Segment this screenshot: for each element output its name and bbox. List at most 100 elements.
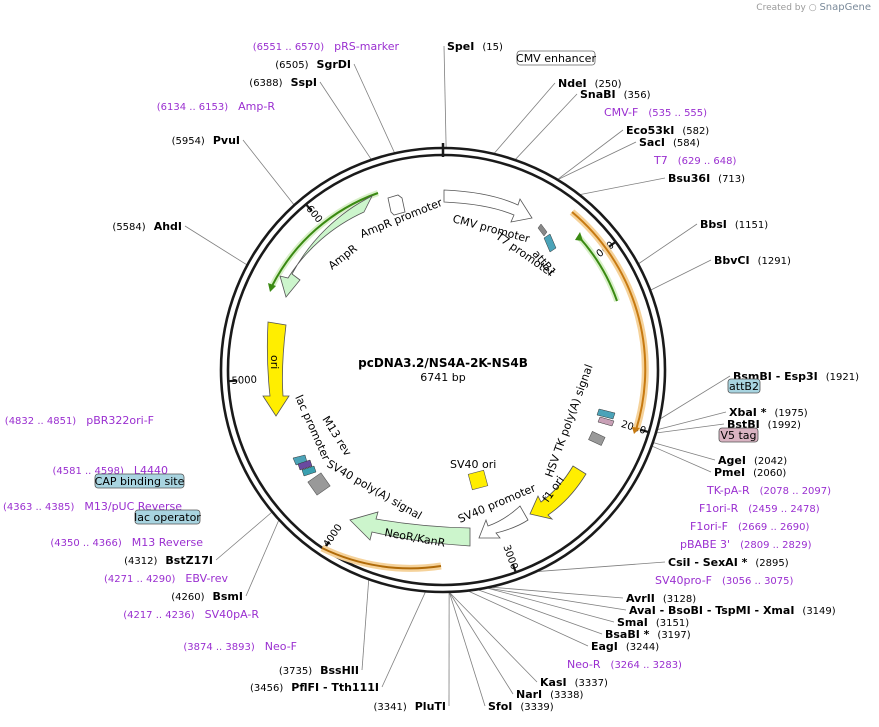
- site-lead-line: [657, 411, 727, 430]
- site-position: (250): [595, 79, 622, 90]
- primer-range: (3056 .. 3075): [722, 576, 794, 587]
- primer-label[interactable]: F1ori-F(2669 .. 2690): [690, 520, 809, 533]
- primer-label[interactable]: T7(629 .. 648): [653, 154, 737, 167]
- restriction-site[interactable]: KasI(3337): [540, 676, 608, 689]
- restriction-site[interactable]: PluTI(3341): [373, 700, 446, 713]
- site-lead-line: [653, 442, 716, 461]
- ori-arrow: [262, 321, 290, 417]
- site-lead-line: [443, 45, 447, 148]
- boxed-feature-label[interactable]: lac operator: [134, 509, 201, 525]
- primer-label[interactable]: pBR322ori-F(4832 .. 4851): [5, 414, 154, 427]
- restriction-site[interactable]: SmaI(3151): [617, 616, 689, 629]
- primer-range: (2459 .. 2478): [748, 504, 820, 515]
- lac-operator-marker: [297, 459, 313, 471]
- restriction-site[interactable]: PmeI(2060): [714, 466, 786, 479]
- primer-range: (535 .. 555): [648, 108, 707, 119]
- restriction-site[interactable]: BsaBI *(3197): [605, 628, 691, 641]
- boxed-feature-label[interactable]: V5 tag: [718, 427, 759, 443]
- restriction-site[interactable]: BbvCI(1291): [714, 254, 791, 267]
- primer-label[interactable]: M13 Reverse(4350 .. 4366): [50, 536, 203, 549]
- boxed-feature-label[interactable]: CAP binding site: [94, 473, 185, 489]
- site-name: SacI: [639, 136, 665, 149]
- plasmid-backbone: [219, 143, 667, 594]
- sv40-polya-block: [307, 472, 331, 496]
- site-name: BsmI: [213, 590, 244, 603]
- primer-range: (6551 .. 6570): [253, 42, 325, 53]
- boxed-label-bg: [727, 378, 761, 394]
- site-lead-line: [652, 445, 712, 473]
- site-name: KasI: [540, 676, 567, 689]
- site-position: (4260): [171, 592, 204, 603]
- restriction-site[interactable]: BbsI(1151): [700, 218, 768, 231]
- primer-range: (4832 .. 4851): [5, 416, 77, 427]
- primer-label[interactable]: Neo-F(3874 .. 3893): [183, 640, 297, 653]
- restriction-site[interactable]: AhdI(5584): [112, 220, 182, 233]
- boxed-label-bg: [94, 473, 185, 489]
- site-lead-line: [538, 561, 666, 572]
- ruler-tick-label: 3000: [500, 544, 519, 572]
- restriction-site[interactable]: CsiI - SexAI *(2895): [668, 556, 789, 569]
- neor-kanr-arrow: [349, 511, 471, 547]
- hsv-tk-polya-label: HSV TK poly(A) signal: [543, 363, 596, 479]
- boxed-feature-label[interactable]: CMV enhancer: [516, 50, 596, 66]
- primer-name: Neo-F: [265, 640, 297, 653]
- restriction-site[interactable]: BsmI (4260): [171, 590, 243, 603]
- site-position: (3339): [520, 702, 553, 713]
- primer-label[interactable]: pBABE 3'(2809 .. 2829): [680, 538, 812, 551]
- site-name: AvaI - BsoBI - TspMI - XmaI: [629, 604, 794, 617]
- restriction-site[interactable]: NarI(3338): [516, 688, 584, 701]
- restriction-site[interactable]: AgeI(2042): [718, 454, 787, 467]
- restriction-site[interactable]: PflFI - Tth111I(3456): [250, 681, 379, 694]
- restriction-site[interactable]: Bsu36I(713): [668, 172, 745, 185]
- restriction-site[interactable]: SacI(584): [639, 136, 700, 149]
- restriction-site[interactable]: BstZ17I(4312): [124, 554, 213, 567]
- restriction-site[interactable]: Eco53kI(582): [626, 124, 709, 137]
- site-name: BsaBI *: [605, 628, 650, 641]
- site-position: (5584): [112, 222, 145, 233]
- sv40-polya-label: SV40 poly(A) signal: [325, 457, 425, 522]
- restriction-site[interactable]: SfoI (3339): [488, 700, 554, 713]
- restriction-site[interactable]: BssHII(3735): [279, 664, 359, 677]
- ruler-tick: [639, 428, 650, 434]
- ruler-tick: [305, 203, 313, 212]
- site-lead-line: [469, 591, 589, 647]
- ruler-tick: [511, 563, 517, 573]
- primer-name: Neo-R: [567, 658, 601, 671]
- restriction-site[interactable]: SpeI(15): [447, 40, 503, 53]
- primer-label[interactable]: EBV-rev(4271 .. 4290): [104, 572, 228, 585]
- boxed-feature-label[interactable]: attB2: [727, 378, 761, 394]
- primer-range: (4363 .. 4385): [3, 502, 75, 513]
- restriction-site[interactable]: AvrII(3128): [626, 592, 696, 605]
- restriction-site[interactable]: XbaI *(1975): [729, 406, 808, 419]
- attb2-marker: [596, 408, 616, 420]
- f1-ori-arrow: [529, 465, 587, 520]
- restriction-site[interactable]: EagI(3244): [591, 640, 659, 653]
- primer-label[interactable]: SV40pro-F(3056 .. 3075): [655, 574, 794, 587]
- restriction-site[interactable]: PvuI(5954): [172, 134, 240, 147]
- primer-range: (629 .. 648): [678, 156, 737, 167]
- restriction-site[interactable]: NdeI(250): [558, 77, 622, 90]
- primer-label[interactable]: pRS-marker(6551 .. 6570): [253, 40, 400, 53]
- site-position: (3456): [250, 683, 283, 694]
- inner-features: [262, 189, 649, 572]
- restriction-site[interactable]: SspI(6388): [249, 76, 317, 89]
- site-name: PluTI: [415, 700, 446, 713]
- primer-range: (2078 .. 2097): [760, 486, 832, 497]
- primer-label[interactable]: CMV-F(535 .. 555): [604, 106, 707, 119]
- primer-label[interactable]: SV40pA-R(4217 .. 4236): [123, 608, 259, 621]
- site-lead-line: [492, 586, 624, 599]
- restriction-site[interactable]: SnaBI(356): [580, 88, 651, 101]
- site-name: SfoI: [488, 700, 512, 713]
- v5-tag-marker: [597, 416, 615, 427]
- sv40-ori-label: SV40 ori: [450, 458, 496, 471]
- restriction-site[interactable]: SgrDI(6505): [275, 58, 351, 71]
- primer-label[interactable]: F1ori-R(2459 .. 2478): [699, 502, 820, 515]
- site-position: (4312): [124, 556, 157, 567]
- amp-orf-arc: [271, 192, 379, 287]
- primer-label[interactable]: Neo-R(3264 .. 3283): [567, 658, 682, 671]
- restriction-site[interactable]: AvaI - BsoBI - TspMI - XmaI(3149): [629, 604, 836, 617]
- primer-label[interactable]: Amp-R(6134 .. 6153): [157, 100, 276, 113]
- primer-label[interactable]: TK-pA-R(2078 .. 2097): [706, 484, 831, 497]
- site-name: SspI: [291, 76, 317, 89]
- plasmid-name: pcDNA3.2/NS4A-2K-NS4B: [358, 356, 528, 370]
